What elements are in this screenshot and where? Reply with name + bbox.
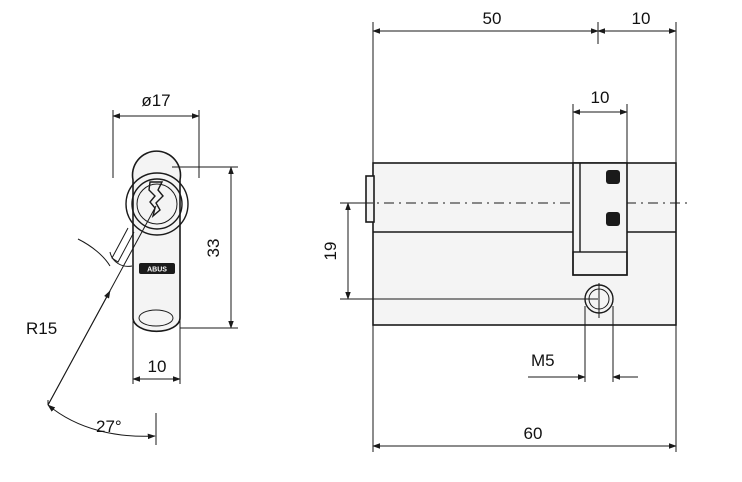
keyway-icon — [148, 181, 164, 218]
brand-badge — [139, 263, 175, 274]
dim-length-main-label: 50 — [483, 9, 502, 28]
brand-mark: ABUS — [147, 267, 167, 274]
angle-arc — [47, 404, 156, 440]
screw-hole — [138, 309, 174, 327]
plug-circle — [136, 183, 178, 225]
dim-height-label: 33 — [204, 239, 223, 258]
radius-arrow — [47, 290, 111, 406]
cylinder-profile — [131, 150, 182, 333]
dim-diameter-label: ø17 — [141, 91, 170, 110]
dim-radius-label: R15 — [26, 319, 57, 338]
dim-length-short-label: 10 — [632, 9, 651, 28]
cylinder-body — [372, 162, 677, 326]
front-view: ABUS ø17 33 10 R15 27° — [26, 91, 238, 445]
cam-arc — [109, 251, 133, 267]
dim-total-label: 60 — [524, 424, 543, 443]
cam-lower — [572, 251, 628, 276]
swing-arc — [77, 238, 111, 267]
cam-pin-icon — [606, 212, 620, 226]
dim-width-label: 10 — [148, 357, 167, 376]
side-view: 50 10 10 19 M5 60 — [321, 9, 688, 452]
cam-pin-icon — [606, 170, 620, 184]
dim-angle-label: 27° — [96, 417, 122, 436]
cam-rotated — [111, 227, 135, 263]
dim-cam-width-label: 10 — [591, 88, 610, 107]
front-inner-ring — [131, 178, 183, 230]
front-outer-ring — [125, 172, 189, 236]
dim-offset-label: 19 — [321, 242, 340, 261]
dim-thread-label: M5 — [531, 351, 555, 370]
plug-face — [365, 175, 375, 223]
